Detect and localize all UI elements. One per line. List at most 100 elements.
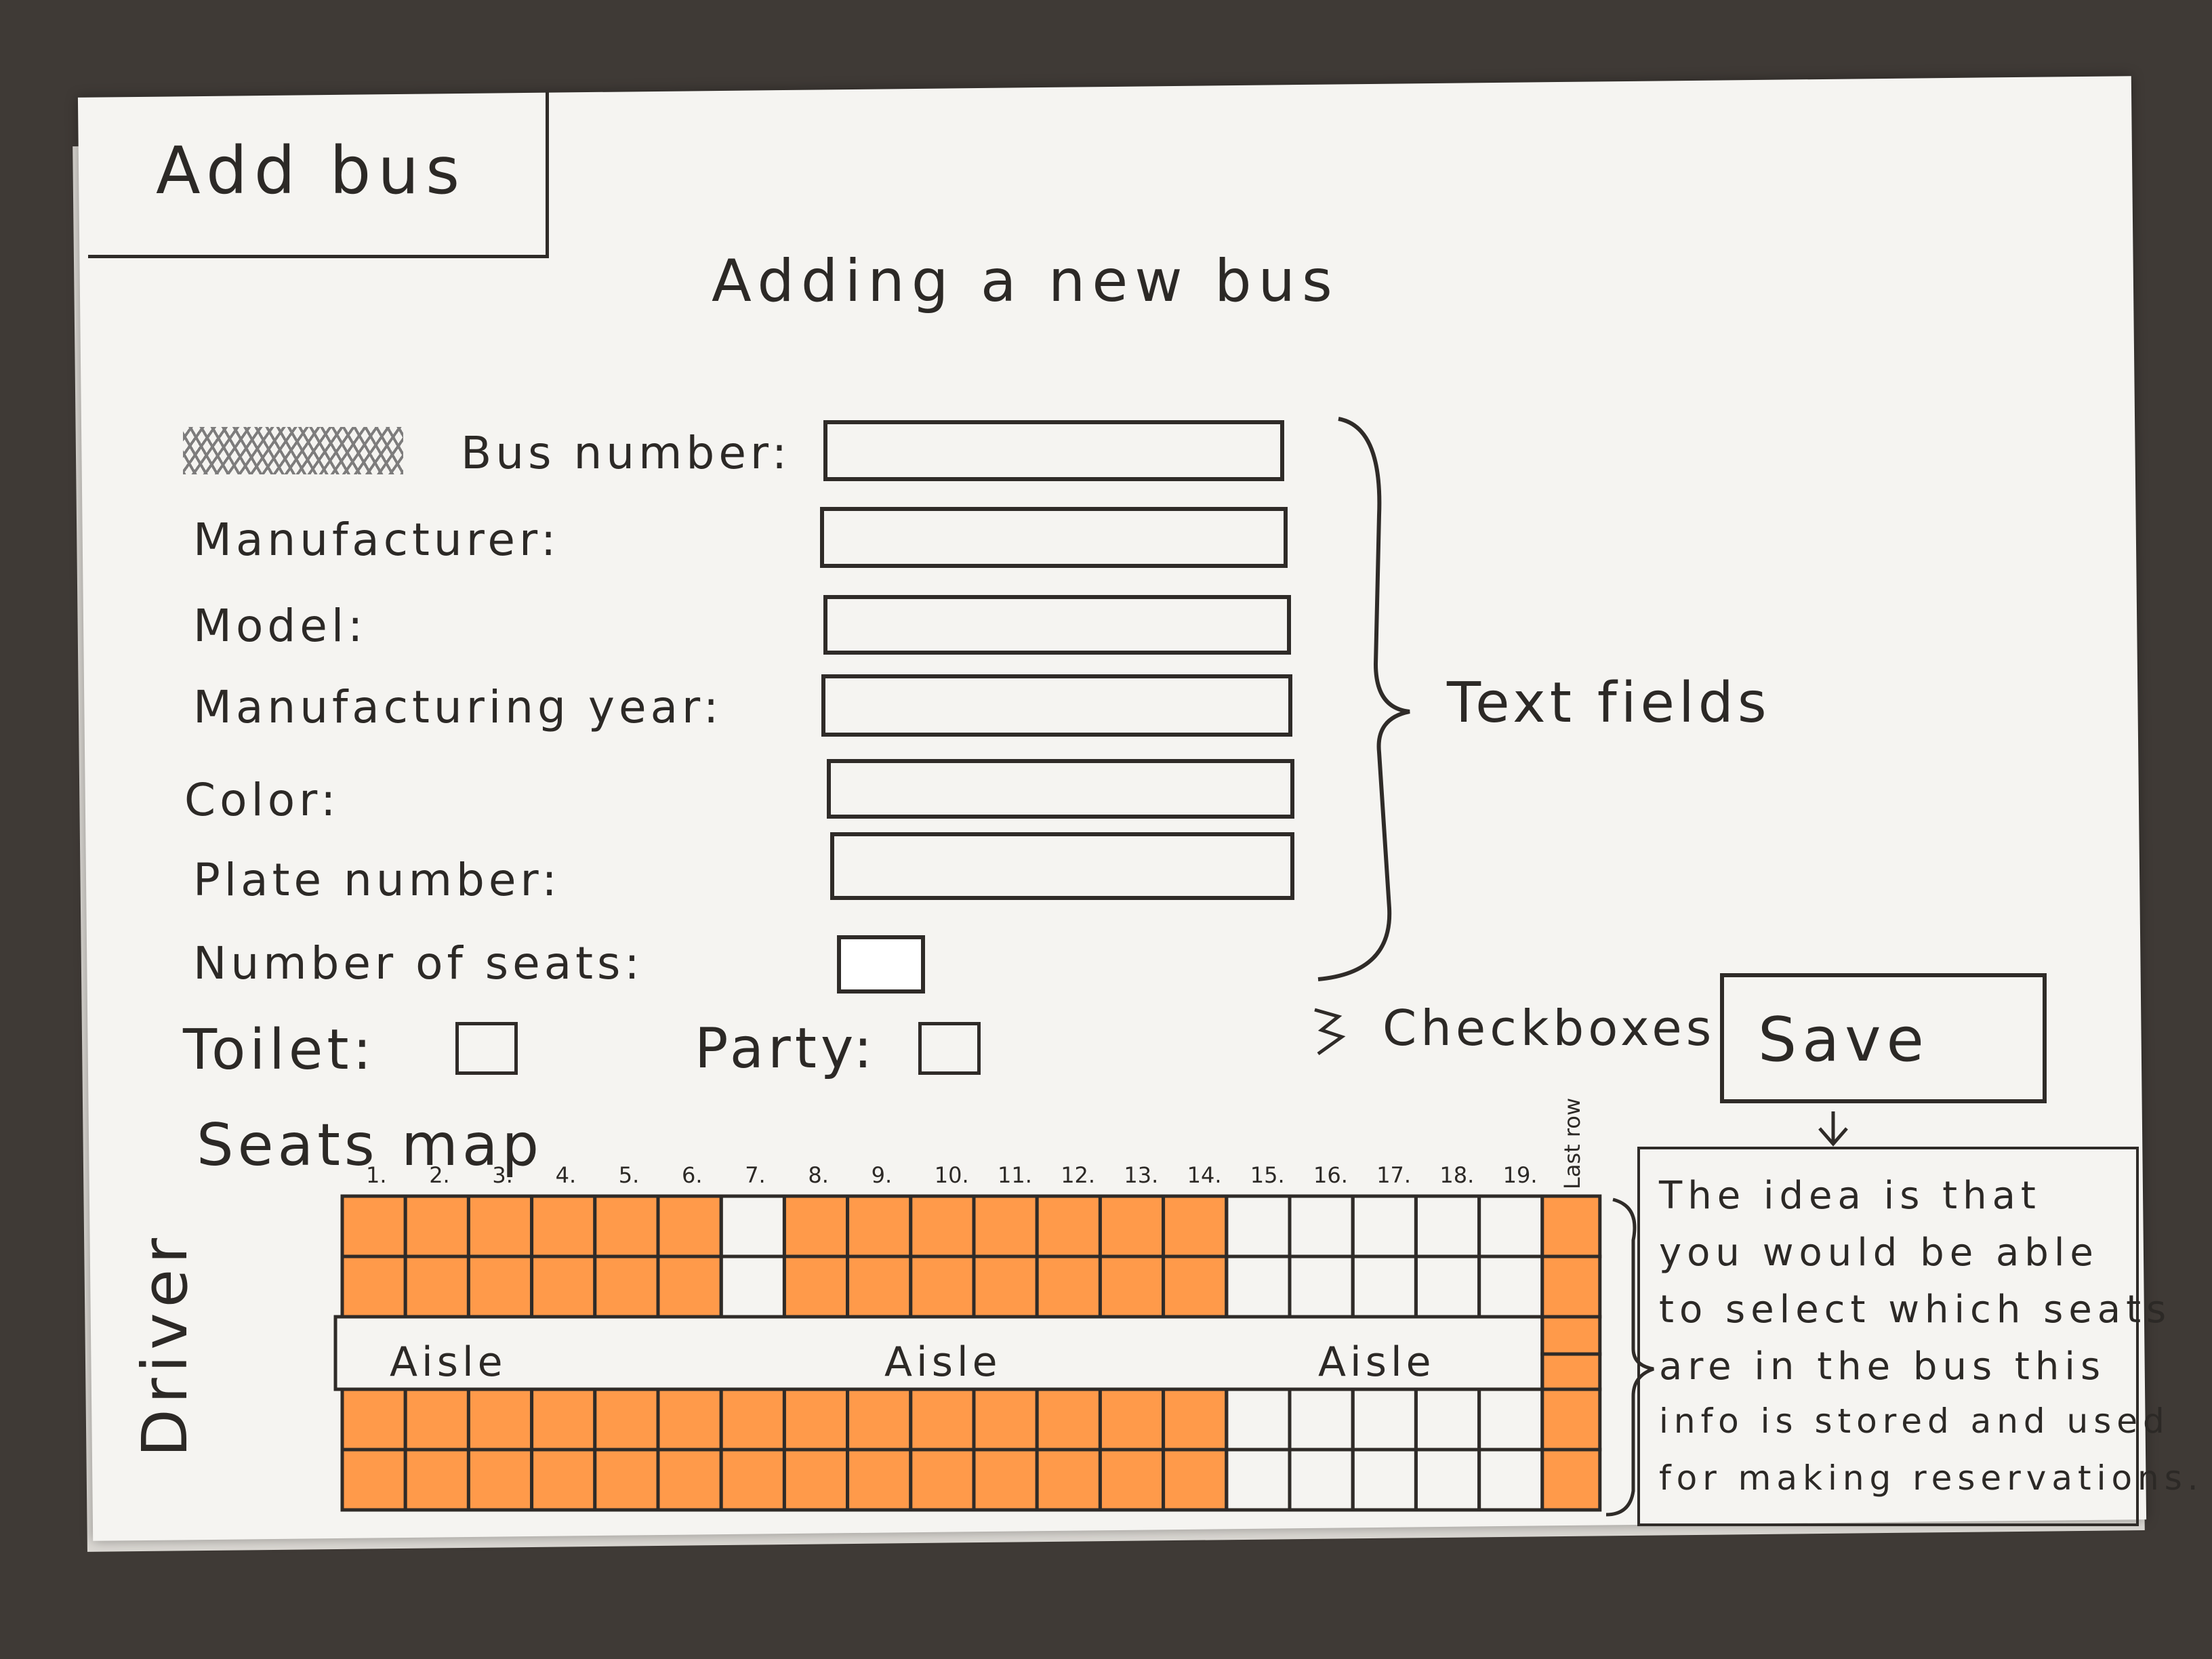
- scribbled-out-word: [183, 427, 403, 474]
- last-row-seat[interactable]: [1540, 1352, 1602, 1391]
- seat-cell[interactable]: [1477, 1387, 1544, 1452]
- seat-cell[interactable]: [403, 1448, 470, 1512]
- aisle-strip: [333, 1315, 1544, 1391]
- note-box: The idea is that you would be able to se…: [1637, 1147, 2198, 1526]
- seat-cell[interactable]: [1288, 1387, 1355, 1452]
- seat-cell[interactable]: [972, 1194, 1039, 1258]
- last-row-seat[interactable]: [1540, 1387, 1602, 1452]
- seat-cell[interactable]: [1035, 1194, 1102, 1258]
- seat-cell[interactable]: [340, 1448, 407, 1512]
- seat-cell[interactable]: [403, 1387, 470, 1452]
- seat-cell[interactable]: [846, 1254, 913, 1319]
- plate-number-input[interactable]: [830, 832, 1294, 900]
- seat-cell[interactable]: [909, 1254, 976, 1319]
- seat-cell[interactable]: [1477, 1254, 1544, 1319]
- seat-cell[interactable]: [1098, 1387, 1166, 1452]
- seat-cell[interactable]: [1351, 1254, 1418, 1319]
- seat-cell[interactable]: [846, 1194, 913, 1258]
- seat-cell[interactable]: [1351, 1448, 1418, 1512]
- seat-cell[interactable]: [1162, 1254, 1229, 1319]
- seat-cell[interactable]: [656, 1448, 723, 1512]
- last-row-seat[interactable]: [1540, 1448, 1602, 1512]
- seat-cell[interactable]: [1477, 1448, 1544, 1512]
- column-number: 5.: [619, 1162, 640, 1188]
- seat-cell[interactable]: [340, 1254, 407, 1319]
- seat-cell[interactable]: [782, 1254, 850, 1319]
- last-row-seat[interactable]: [1540, 1254, 1602, 1319]
- seat-cell[interactable]: [530, 1387, 597, 1452]
- seat-cell[interactable]: [593, 1194, 660, 1258]
- seat-cell[interactable]: [1414, 1448, 1481, 1512]
- bus-number-input[interactable]: [823, 420, 1284, 481]
- last-row-seat[interactable]: [1540, 1315, 1602, 1356]
- seat-cell[interactable]: [719, 1448, 786, 1512]
- seat-cell[interactable]: [1477, 1194, 1544, 1258]
- seat-cell[interactable]: [1414, 1194, 1481, 1258]
- seat-cell[interactable]: [909, 1387, 976, 1452]
- seat-cell[interactable]: [1351, 1194, 1418, 1258]
- seat-cell[interactable]: [593, 1448, 660, 1512]
- seat-cell[interactable]: [1288, 1194, 1355, 1258]
- save-button[interactable]: Save: [1720, 973, 2047, 1103]
- seat-cell[interactable]: [1035, 1387, 1102, 1452]
- seat-cell[interactable]: [593, 1254, 660, 1319]
- seat-cell[interactable]: [340, 1194, 407, 1258]
- seat-cell[interactable]: [972, 1387, 1039, 1452]
- seat-cell[interactable]: [719, 1387, 786, 1452]
- number-of-seats-input[interactable]: [837, 935, 925, 994]
- manufacturer-input[interactable]: [820, 507, 1288, 568]
- seat-cell[interactable]: [719, 1194, 786, 1258]
- seat-cell[interactable]: [593, 1387, 660, 1452]
- model-input[interactable]: [823, 595, 1291, 655]
- seat-cell[interactable]: [1414, 1254, 1481, 1319]
- seat-cell[interactable]: [972, 1254, 1039, 1319]
- seat-cell[interactable]: [530, 1194, 597, 1258]
- seat-cell[interactable]: [1035, 1448, 1102, 1512]
- last-row-seat[interactable]: [1540, 1194, 1602, 1258]
- toilet-checkbox[interactable]: [455, 1022, 518, 1075]
- seat-cell[interactable]: [530, 1448, 597, 1512]
- seat-cell[interactable]: [909, 1194, 976, 1258]
- seat-cell[interactable]: [1225, 1448, 1292, 1512]
- seat-cell[interactable]: [1288, 1254, 1355, 1319]
- seat-cell[interactable]: [1098, 1254, 1166, 1319]
- seat-cell[interactable]: [782, 1448, 850, 1512]
- seat-cell[interactable]: [530, 1254, 597, 1319]
- seat-cell[interactable]: [1225, 1387, 1292, 1452]
- seat-cell[interactable]: [1098, 1448, 1166, 1512]
- seat-cell[interactable]: [782, 1194, 850, 1258]
- color-input[interactable]: [827, 759, 1294, 819]
- seat-cell[interactable]: [466, 1387, 534, 1452]
- seat-cell[interactable]: [1035, 1254, 1102, 1319]
- seat-cell[interactable]: [656, 1254, 723, 1319]
- seat-cell[interactable]: [656, 1194, 723, 1258]
- seat-cell[interactable]: [1225, 1254, 1292, 1319]
- seat-cell[interactable]: [972, 1448, 1039, 1512]
- seat-cell[interactable]: [1162, 1448, 1229, 1512]
- seat-cell[interactable]: [403, 1194, 470, 1258]
- seat-cell[interactable]: [1288, 1448, 1355, 1512]
- seat-cell[interactable]: [656, 1387, 723, 1452]
- label-model: Model:: [193, 600, 367, 652]
- seat-cell[interactable]: [909, 1448, 976, 1512]
- seat-cell[interactable]: [1162, 1194, 1229, 1258]
- seat-cell[interactable]: [1225, 1194, 1292, 1258]
- seat-cell[interactable]: [466, 1254, 534, 1319]
- seat-cell[interactable]: [719, 1254, 786, 1319]
- party-checkbox[interactable]: [918, 1022, 981, 1075]
- seat-cell[interactable]: [1162, 1387, 1229, 1452]
- seat-cell[interactable]: [846, 1448, 913, 1512]
- column-number: 2.: [429, 1162, 450, 1188]
- seat-cell[interactable]: [466, 1448, 534, 1512]
- aisle-label: Aisle: [1318, 1338, 1435, 1386]
- seat-cell[interactable]: [1098, 1194, 1166, 1258]
- seat-cell[interactable]: [340, 1387, 407, 1452]
- note-line: info is stored and used: [1659, 1401, 2170, 1441]
- seat-cell[interactable]: [403, 1254, 470, 1319]
- seat-cell[interactable]: [846, 1387, 913, 1452]
- seat-cell[interactable]: [782, 1387, 850, 1452]
- seat-cell[interactable]: [466, 1194, 534, 1258]
- seat-cell[interactable]: [1351, 1387, 1418, 1452]
- manufacturing-year-input[interactable]: [821, 674, 1292, 737]
- seat-cell[interactable]: [1414, 1387, 1481, 1452]
